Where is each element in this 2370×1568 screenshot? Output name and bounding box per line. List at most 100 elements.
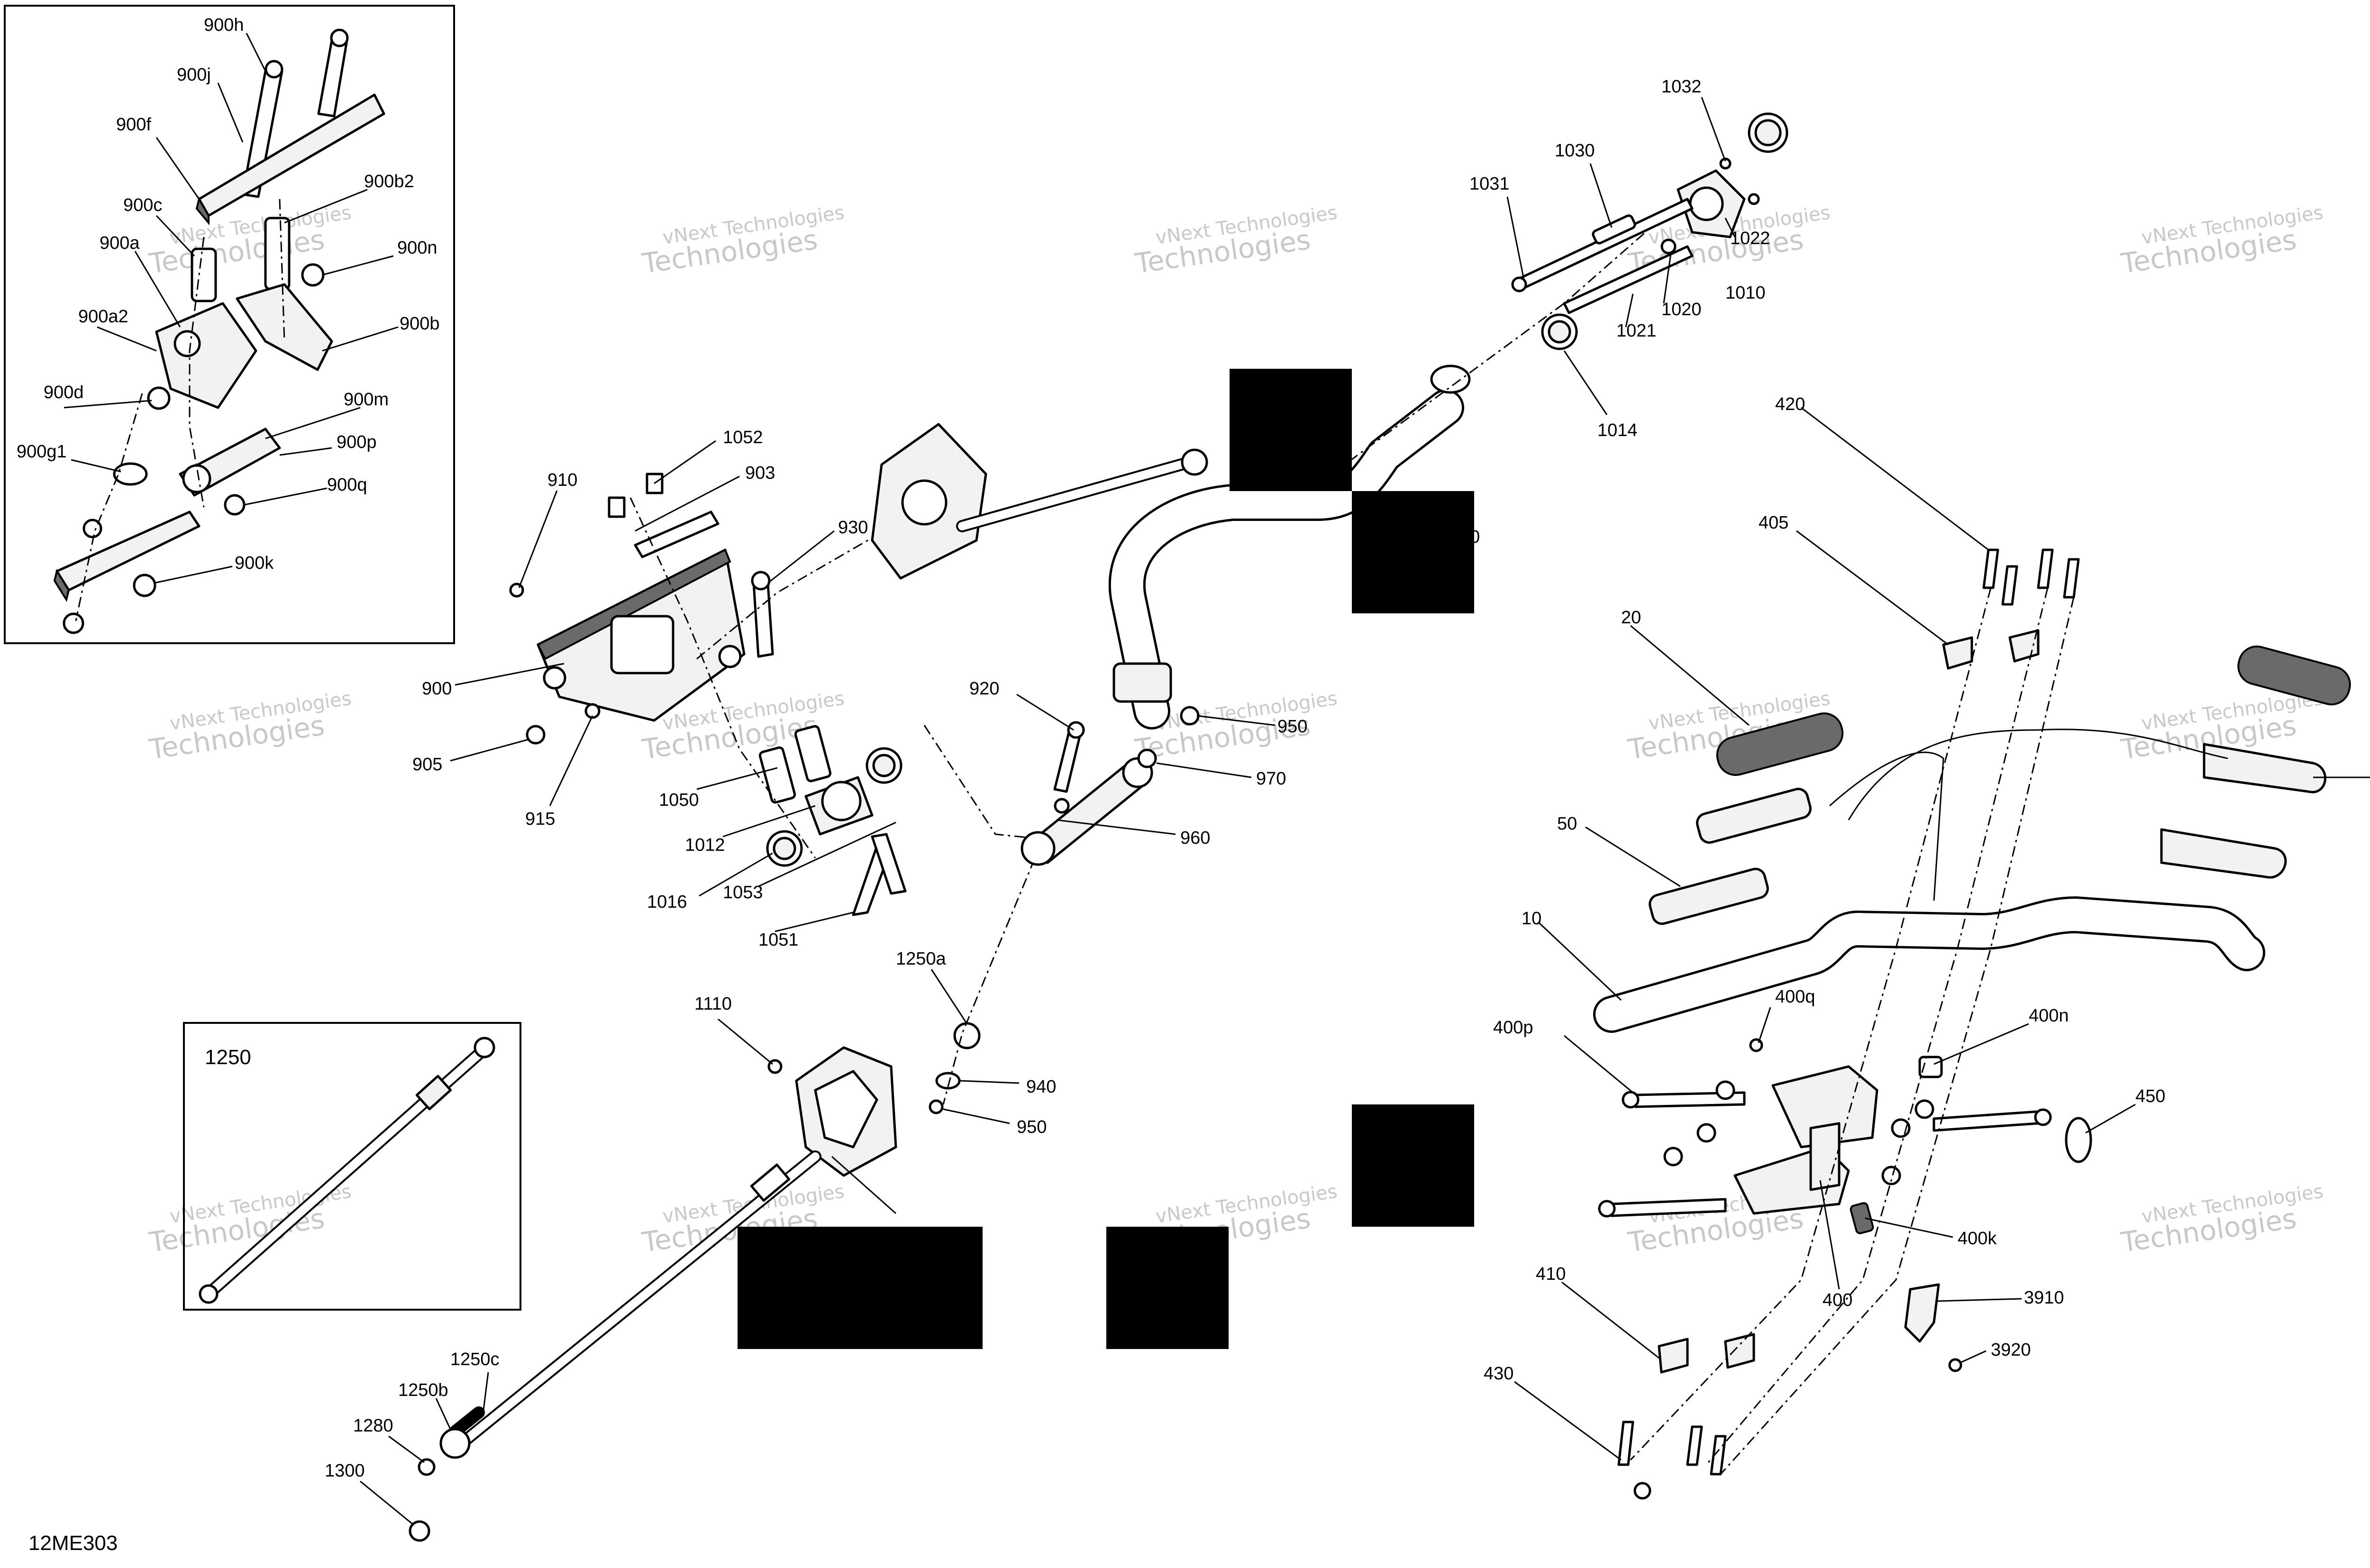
screw-1022 bbox=[1748, 193, 1760, 205]
nut bbox=[1696, 1123, 1716, 1143]
leader bbox=[722, 805, 816, 838]
leader bbox=[696, 767, 778, 790]
callout-1110: 1110 bbox=[694, 994, 732, 1014]
bush-900a2 bbox=[173, 330, 201, 357]
grip-sleeve bbox=[1696, 787, 1812, 844]
assembly-line bbox=[1720, 597, 2075, 1475]
rod-end-1250c bbox=[449, 1406, 485, 1438]
nut-950-upper bbox=[1180, 706, 1200, 726]
bolt-head bbox=[2034, 1108, 2052, 1126]
callout-900a2: 900a2 bbox=[78, 307, 128, 327]
bolt-head bbox=[1067, 721, 1085, 739]
callout-900k: 900k bbox=[235, 553, 274, 573]
assembly-line bbox=[696, 520, 901, 660]
callout-950-lower: 950 bbox=[1017, 1117, 1047, 1137]
watermarks: vNext Technologies Technologies vNext Te… bbox=[147, 202, 2325, 1259]
link-eye bbox=[182, 464, 211, 493]
assembly-line bbox=[189, 237, 205, 508]
spacer-900c bbox=[191, 247, 217, 302]
bolt-head bbox=[82, 519, 102, 538]
callout-400k: 400k bbox=[1958, 1229, 1997, 1249]
assembly-line bbox=[1630, 587, 1992, 1461]
bushing-1050 bbox=[794, 725, 832, 783]
callout-900h: 900h bbox=[204, 15, 244, 35]
callout-50: 50 bbox=[1557, 814, 1577, 834]
sleeve-1030 bbox=[1592, 214, 1636, 245]
callout-1250a: 1250a bbox=[896, 949, 947, 969]
bracket-hole bbox=[543, 666, 566, 690]
callout-905: 905 bbox=[412, 755, 442, 775]
rod-end bbox=[1181, 448, 1208, 476]
callout-400p: 400p bbox=[1493, 1018, 1533, 1038]
callout-970: 970 bbox=[1256, 769, 1286, 789]
figure-reference: 12ME303 bbox=[28, 1532, 118, 1555]
leader bbox=[388, 1435, 425, 1463]
seal-1016-inner bbox=[773, 837, 796, 860]
nut bbox=[1881, 1166, 1901, 1185]
nut-1052 bbox=[646, 473, 664, 494]
callout-1014: 1014 bbox=[1597, 420, 1638, 440]
leader bbox=[1196, 715, 1276, 726]
nut-1052 bbox=[608, 496, 626, 518]
bracket-top-edge bbox=[537, 548, 731, 660]
riser-body bbox=[1809, 1122, 1841, 1191]
callout-1250b: 1250b bbox=[398, 1380, 448, 1400]
leader bbox=[71, 459, 121, 473]
bolt-head bbox=[1598, 1200, 1616, 1218]
handlebar-10-inner bbox=[1595, 899, 2263, 1030]
bracket-900a bbox=[155, 302, 257, 409]
watermark: vNext Technologies Technologies bbox=[147, 202, 353, 280]
rod-end bbox=[474, 1037, 495, 1058]
assembly-line bbox=[942, 839, 1044, 1105]
ball-joint-1250b bbox=[439, 1428, 471, 1459]
leader bbox=[97, 326, 157, 352]
leader bbox=[1506, 196, 1525, 280]
callout-900: 900 bbox=[422, 679, 452, 699]
callout-1021: 1021 bbox=[1616, 321, 1657, 341]
callout-405: 405 bbox=[1759, 513, 1788, 533]
assembly-line bbox=[629, 497, 816, 858]
leader bbox=[1589, 163, 1613, 228]
assembly-line bbox=[75, 393, 143, 621]
leader bbox=[699, 852, 773, 897]
column-bottom bbox=[409, 839, 1044, 1542]
lever-3910 bbox=[1904, 1283, 1940, 1343]
leader bbox=[518, 490, 558, 588]
arm-eye bbox=[1021, 831, 1056, 866]
nut-430 bbox=[1633, 1482, 1651, 1500]
bracket-900f bbox=[198, 93, 385, 217]
leader bbox=[1796, 530, 1949, 646]
clamp-405 bbox=[1942, 636, 1973, 670]
leader bbox=[654, 440, 716, 484]
bolt-430 bbox=[1686, 1425, 1703, 1466]
callout-900q: 900q bbox=[327, 475, 367, 495]
callout-920: 920 bbox=[969, 679, 999, 699]
clamp-410 bbox=[1724, 1333, 1755, 1369]
callout-10: 10 bbox=[1522, 909, 1541, 929]
bolt-900n bbox=[301, 263, 325, 287]
inset-900-frame bbox=[4, 5, 455, 644]
clamp-410 bbox=[1658, 1338, 1689, 1374]
leader bbox=[435, 1398, 451, 1430]
callout-1051: 1051 bbox=[758, 930, 799, 950]
callout-1050: 1050 bbox=[659, 790, 699, 810]
bolt-1021 bbox=[1563, 245, 1694, 314]
redaction-block bbox=[1352, 1104, 1474, 1227]
callout-450: 450 bbox=[2135, 1086, 2165, 1106]
leader bbox=[1933, 1023, 2029, 1065]
seal-ring-inner bbox=[872, 754, 896, 777]
grip-harness bbox=[1829, 729, 2228, 901]
leader bbox=[1701, 97, 1726, 162]
steering-column-tube bbox=[1109, 365, 1471, 729]
upper-clamp-group bbox=[1331, 112, 1788, 475]
leader bbox=[1016, 693, 1074, 731]
bushing-1050 bbox=[758, 746, 796, 804]
callout-910: 910 bbox=[547, 470, 577, 490]
leader bbox=[1724, 218, 1736, 237]
leader bbox=[155, 215, 195, 257]
grip-liner bbox=[2160, 828, 2287, 879]
leader bbox=[1561, 1281, 1659, 1359]
callout-900n: 900n bbox=[397, 238, 438, 258]
leader bbox=[1865, 1217, 1953, 1238]
watermark: vNext Technologies Technologies bbox=[147, 688, 353, 766]
